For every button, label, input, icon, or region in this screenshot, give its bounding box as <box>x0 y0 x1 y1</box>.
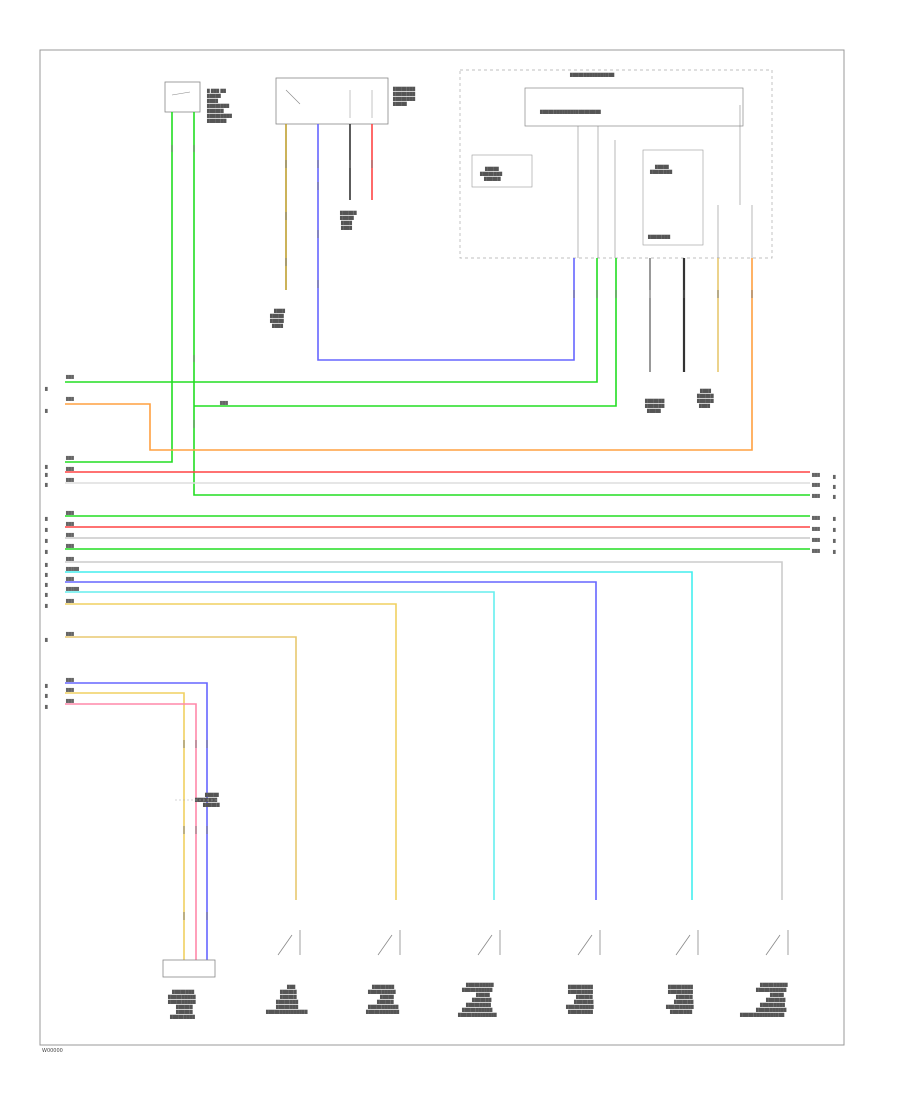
top-wires <box>65 112 810 496</box>
svg-text:███: ███ <box>65 677 74 682</box>
svg-text:█: █ <box>44 572 48 577</box>
svg-text:█████: █████ <box>65 566 79 571</box>
svg-text:██████████████████████████████: ████████████████████████████████████████… <box>739 982 788 1017</box>
power-window-switch <box>164 81 201 113</box>
bottom-switches <box>162 930 789 978</box>
svg-text:██████████████████████: ██████████████████████ <box>539 109 601 114</box>
diagram-frame <box>39 49 845 1046</box>
svg-text:█: █ <box>44 592 48 597</box>
svg-text:███: ███ <box>65 698 74 703</box>
svg-text:█: █ <box>44 538 48 543</box>
svg-text:███: ███ <box>219 400 228 405</box>
svg-text:█: █ <box>44 603 48 608</box>
svg-text:█: █ <box>44 582 48 587</box>
svg-text:███: ███ <box>811 548 820 553</box>
module-sub-block-right <box>642 149 704 246</box>
drop-wires <box>65 561 783 960</box>
svg-text:█: █ <box>832 474 836 479</box>
svg-text:█: █ <box>44 704 48 709</box>
module-sub-block-left <box>471 154 533 188</box>
svg-text:██████████████████: ██████████████████ <box>269 308 285 328</box>
svg-text:█: █ <box>44 527 48 532</box>
svg-text:██████████████████████████████: ████████████████████████████████████████… <box>457 982 497 1017</box>
svg-text:█: █ <box>44 516 48 521</box>
svg-text:███: ███ <box>65 543 74 548</box>
svg-text:██████████████████████████████: ████████████████████████████████████████… <box>167 989 196 1019</box>
svg-text:██████████████████████████████: ████████████████████████████████████████… <box>565 984 594 1014</box>
svg-text:███: ███ <box>811 493 820 498</box>
svg-text:█████████████: █████████████ <box>649 164 672 174</box>
svg-text:███: ███ <box>65 532 74 537</box>
svg-text:███: ███ <box>811 537 820 542</box>
svg-text:███: ███ <box>65 556 74 561</box>
svg-text:█: █ <box>44 683 48 688</box>
svg-text:█: █ <box>832 538 836 543</box>
svg-text:█: █ <box>44 562 48 567</box>
svg-text:█: █ <box>44 693 48 698</box>
svg-text:███: ███ <box>65 687 74 692</box>
svg-text:███: ███ <box>65 576 74 581</box>
svg-text:███████████████████: ███████████████████ <box>194 792 220 807</box>
svg-text:███: ███ <box>811 526 820 531</box>
svg-text:███: ███ <box>65 521 74 526</box>
svg-text:██████████████████████████████: ████████████████████████████████████████… <box>265 984 308 1014</box>
svg-text:██████████████████████████████: ████████████████████████████████████████… <box>665 984 694 1014</box>
svg-text:███: ███ <box>65 374 74 379</box>
svg-text:█: █ <box>44 472 48 477</box>
svg-text:█████: █████ <box>65 586 79 591</box>
svg-text:███: ███ <box>811 482 820 487</box>
svg-text:███: ███ <box>811 515 820 520</box>
svg-text:█: █ <box>832 484 836 489</box>
svg-text:███████████████████: ███████████████████ <box>644 398 665 413</box>
svg-text:████████: ████████ <box>647 234 670 239</box>
svg-text:█: █ <box>44 408 48 413</box>
svg-text:█: █ <box>832 527 836 532</box>
svg-text:█: █ <box>44 386 48 391</box>
svg-text:█: █ <box>832 494 836 499</box>
svg-text:█: █ <box>44 549 48 554</box>
svg-text:█: █ <box>44 482 48 487</box>
svg-text:█ ███ ████████████████████████: █ ███ ██████████████████████████████████… <box>206 88 232 123</box>
svg-text:█: █ <box>832 516 836 521</box>
horizontal-bus <box>65 471 810 550</box>
connector-marks <box>171 145 753 920</box>
svg-text:████████████████: ████████████████ <box>569 72 614 77</box>
combination-switch <box>275 77 389 125</box>
svg-text:█: █ <box>44 464 48 469</box>
svg-text:███: ███ <box>65 598 74 603</box>
svg-text:███████████████████: ███████████████████ <box>479 166 502 181</box>
svg-text:███: ███ <box>65 455 74 460</box>
wire-labels: █ █ █ █ █ █ █ █ █ █ █ █ █ █ █ █ █ █ ███ … <box>44 374 836 709</box>
svg-text:████████████████████: ████████████████████ <box>696 388 714 408</box>
svg-text:██████████████████████████████: ████████████████████████████████████████… <box>365 984 399 1014</box>
control-module-dashed <box>459 69 773 259</box>
bottom-labels: ████████████████████████████████████████… <box>167 982 788 1019</box>
diagram-id: W00000 <box>42 1048 63 1054</box>
svg-text:███████████████████: ███████████████████ <box>339 210 357 230</box>
svg-text:███: ███ <box>65 396 74 401</box>
svg-text:█: █ <box>44 637 48 642</box>
svg-text:███: ███ <box>811 472 820 477</box>
svg-text:███: ███ <box>65 631 74 636</box>
module-processor-box <box>524 87 744 127</box>
svg-text:███: ███ <box>65 477 74 482</box>
svg-text:███: ███ <box>65 510 74 515</box>
svg-text:███: ███ <box>65 466 74 471</box>
svg-text:█: █ <box>832 549 836 554</box>
sensor-box-left <box>162 959 216 978</box>
svg-text:█████████████████████████████: █████████████████████████████ <box>392 86 415 106</box>
